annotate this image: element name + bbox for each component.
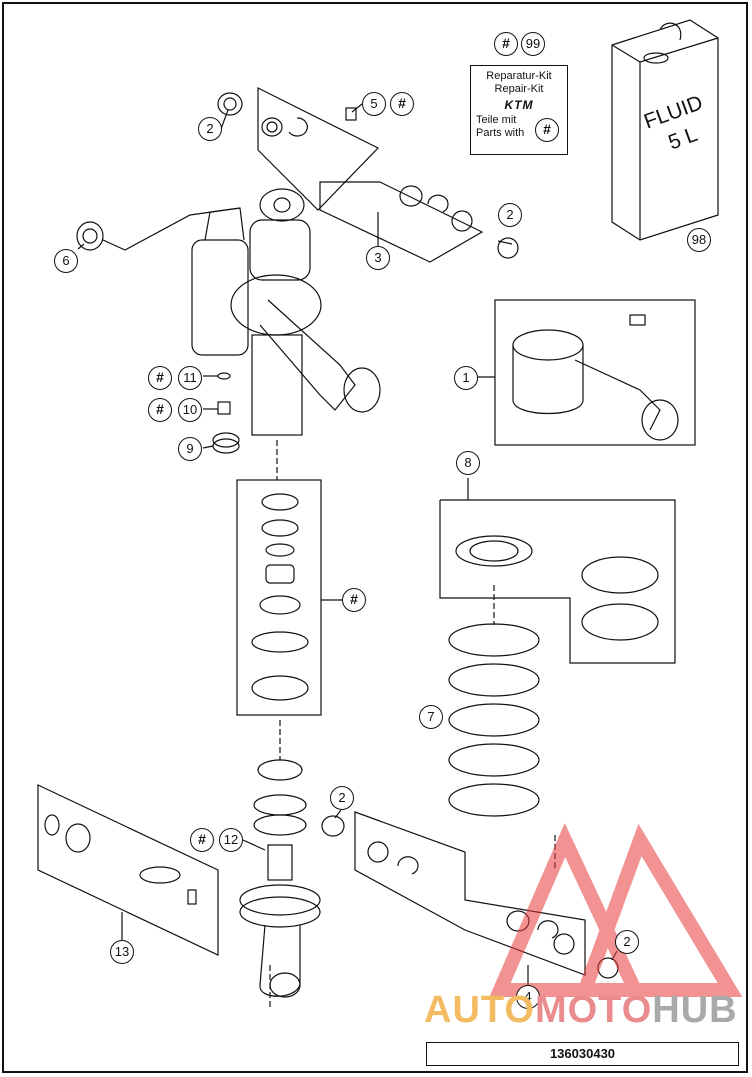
- callout-12: 12: [219, 828, 243, 852]
- callout-12-hash: #: [190, 828, 214, 852]
- ktm-logo: KTM: [504, 98, 534, 112]
- callout-6: 6: [54, 249, 78, 273]
- spring-seat: [439, 478, 676, 664]
- kit-hash-callout: #: [535, 118, 559, 142]
- bearing-group: [319, 181, 519, 263]
- kit-line3: Teile mit: [476, 114, 517, 126]
- shock-lower: [239, 720, 345, 998]
- kit-line4: Parts with: [476, 127, 525, 139]
- callout-5: 5: [362, 92, 386, 116]
- shock-upper: [76, 188, 381, 436]
- callout-2-mid: 2: [330, 786, 354, 810]
- callout-99-hash: #: [494, 32, 518, 56]
- spring: [448, 585, 540, 817]
- watermark-hub: HUB: [652, 989, 738, 1031]
- callout-4: 4: [516, 985, 540, 1009]
- callout-8: 8: [456, 451, 480, 475]
- callout-2-top: 2: [198, 117, 222, 141]
- callout-98: 98: [687, 228, 711, 252]
- callout-10: 10: [178, 398, 202, 422]
- callout-11-hash: #: [148, 366, 172, 390]
- valve-stack: [236, 479, 342, 716]
- callout-7: 7: [419, 705, 443, 729]
- callout-3: 3: [366, 246, 390, 270]
- callout-9: 9: [178, 437, 202, 461]
- fluid-can: [611, 19, 719, 241]
- inset-part13: [37, 784, 219, 956]
- callout-11: 11: [178, 366, 202, 390]
- kit-line2: Repair-Kit: [494, 83, 544, 95]
- repair-kit-label: Reparatur-Kit Repair-Kit KTM Teile mit P…: [470, 65, 568, 155]
- callout-2-bottom: 2: [615, 930, 639, 954]
- document-number: 136030430: [426, 1042, 739, 1066]
- callout-13: 13: [110, 940, 134, 964]
- watermark-auto: AUTO: [424, 989, 535, 1031]
- callout-99: 99: [521, 32, 545, 56]
- callout-2-right: 2: [498, 203, 522, 227]
- callout-stack-hash: #: [342, 588, 366, 612]
- inset-part1: [494, 299, 696, 446]
- top-seal-group: [217, 87, 380, 211]
- callout-5-hash: #: [390, 92, 414, 116]
- callout-10-hash: #: [148, 398, 172, 422]
- watermark-moto: MOTO: [534, 989, 653, 1031]
- watermark-logo: [489, 822, 743, 997]
- callout-1: 1: [454, 366, 478, 390]
- watermark-text: AUTOMOTOHUB: [424, 988, 738, 1032]
- kit-line1: Reparatur-Kit: [486, 70, 552, 82]
